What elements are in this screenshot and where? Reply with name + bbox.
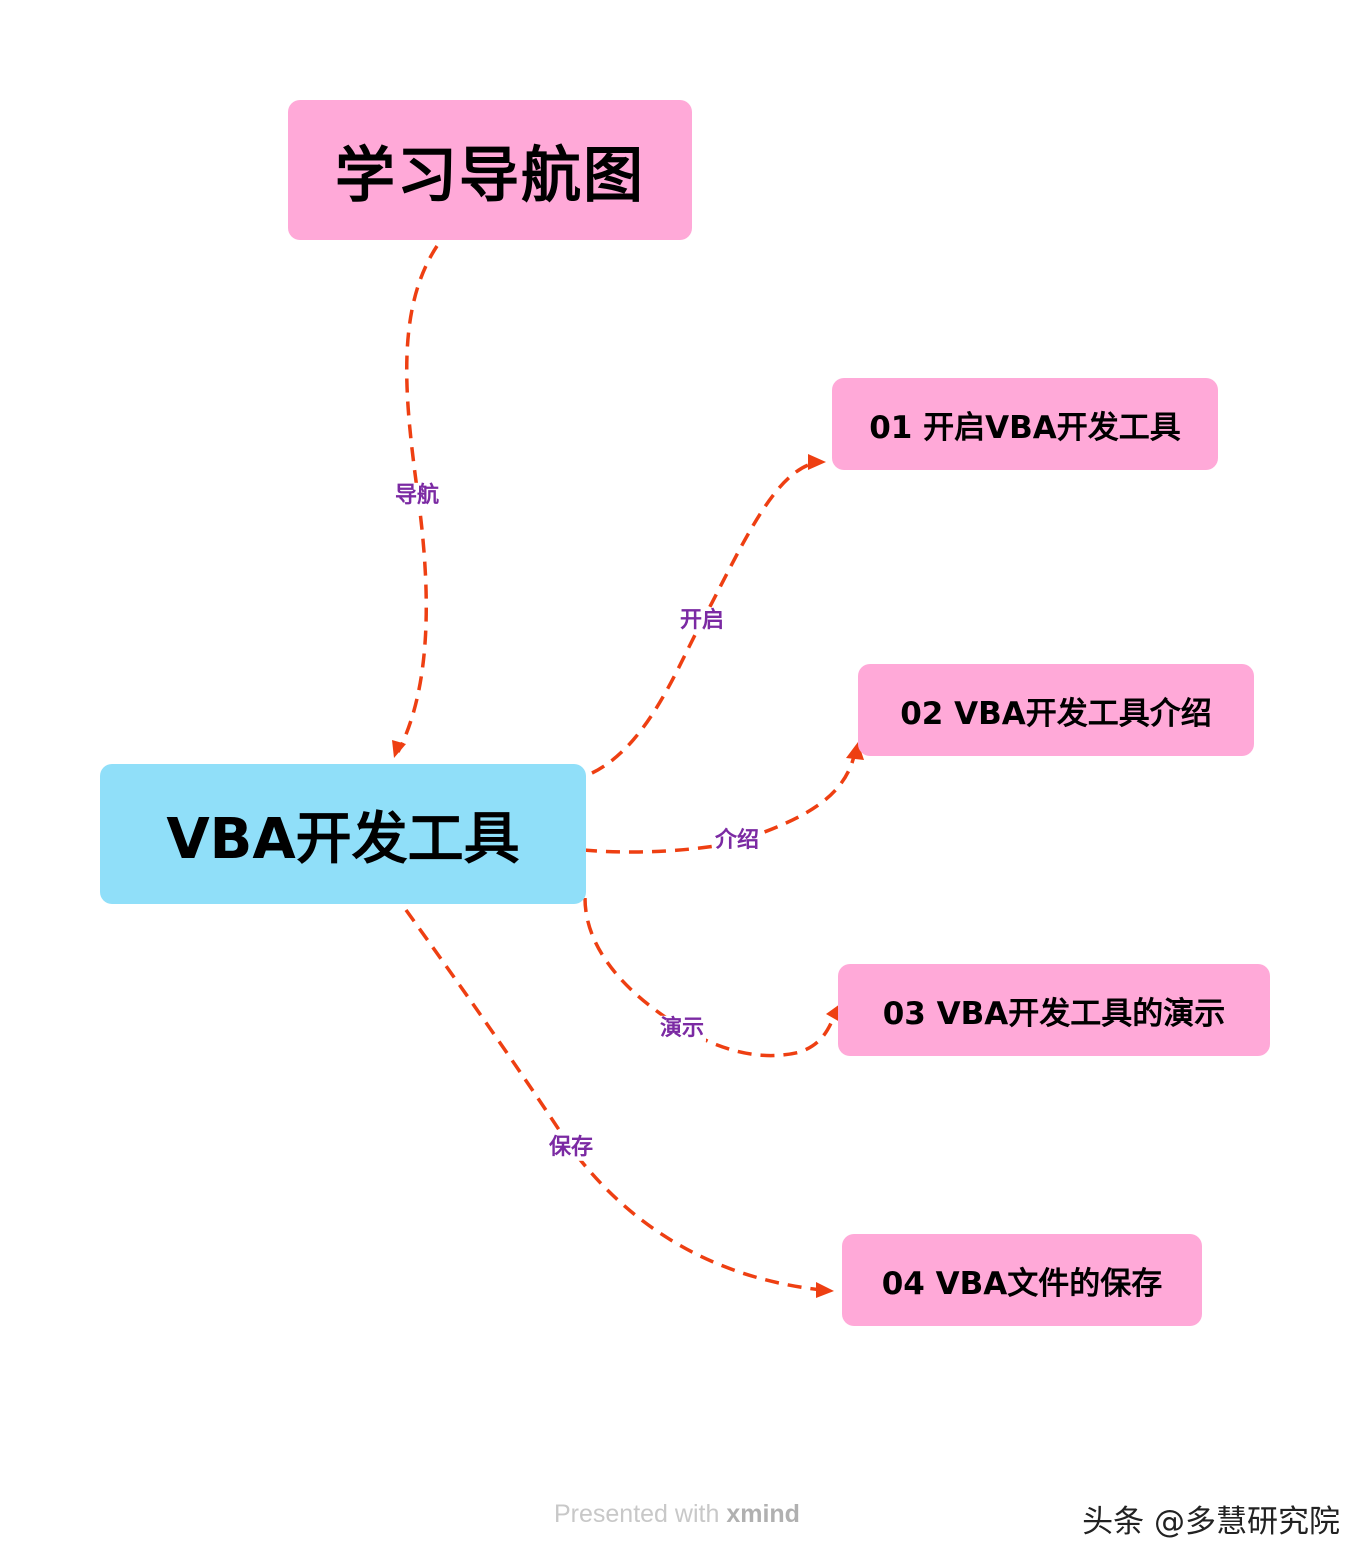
root-node-label: VBA开发工具	[166, 806, 520, 872]
arrowhead-root	[392, 740, 406, 758]
child-node-2[interactable]: 02 VBA开发工具介绍	[858, 664, 1254, 756]
edge-root-to-child-3	[583, 897, 838, 1058]
child-node-3[interactable]: 03 VBA开发工具的演示	[838, 964, 1270, 1056]
arrowhead-child-1	[808, 454, 826, 470]
child-node-4-label: 04 VBA文件的保存	[881, 1265, 1163, 1302]
edge-label-child-4: 保存	[546, 1134, 596, 1162]
title-node-label: 学习导航图	[335, 140, 645, 211]
title-node[interactable]: 学习导航图	[288, 100, 692, 240]
presented-prefix: Presented with	[554, 1500, 720, 1528]
arrowhead-child-4	[816, 1282, 834, 1298]
child-node-4[interactable]: 04 VBA文件的保存	[842, 1234, 1202, 1326]
edge-label-child-3: 演示	[657, 1015, 707, 1043]
root-node[interactable]: VBA开发工具	[100, 764, 586, 904]
presented-with-credit: Presented with xmind	[554, 1500, 800, 1529]
source-watermark: 头条 @多慧研究院	[1082, 1504, 1340, 1540]
xmind-logo-text: xmind	[726, 1500, 800, 1528]
child-node-1-label: 01 开启VBA开发工具	[869, 409, 1181, 446]
edge-label-child-1: 开启	[677, 607, 727, 635]
arrowhead-child-3	[826, 1004, 840, 1022]
edge-label-child-2: 介绍	[712, 827, 762, 855]
child-node-1[interactable]: 01 开启VBA开发工具	[832, 378, 1218, 470]
child-node-2-label: 02 VBA开发工具介绍	[900, 695, 1212, 732]
edge-root-to-child-4	[404, 908, 823, 1292]
edge-root-to-child-2	[582, 751, 857, 854]
edge-label-title: 导航	[392, 482, 442, 510]
child-node-3-label: 03 VBA开发工具的演示	[882, 995, 1226, 1032]
